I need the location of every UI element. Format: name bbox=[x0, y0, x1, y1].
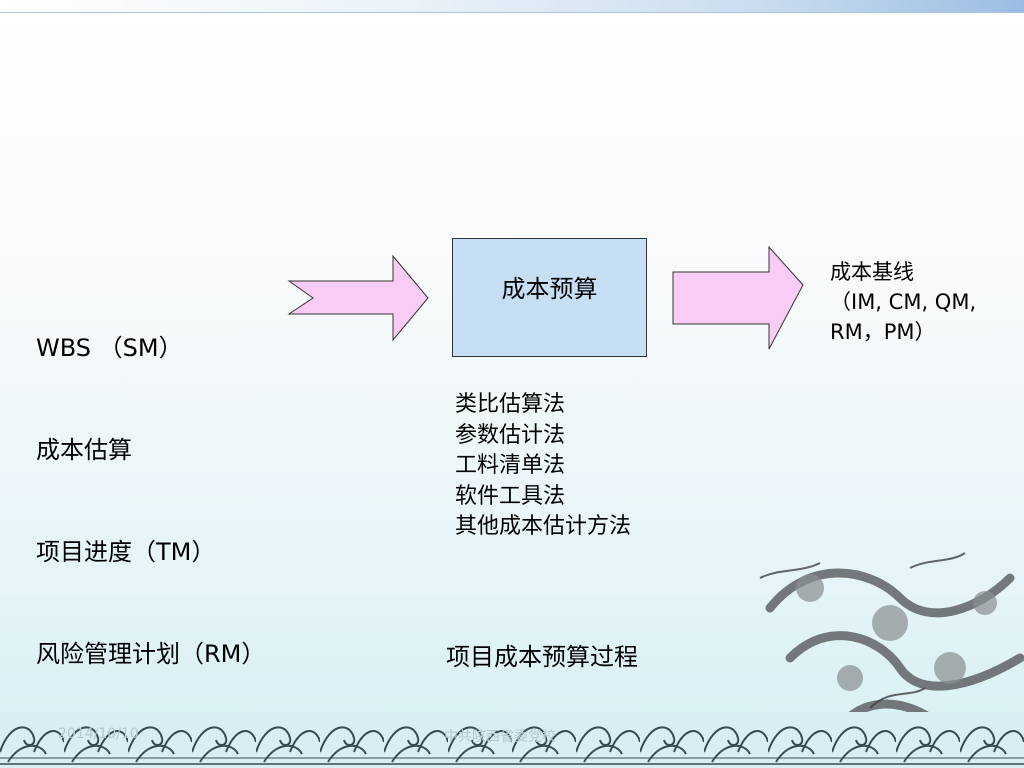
output-list: 成本基线 （IM, CM, QM, RM，PM） bbox=[830, 257, 976, 347]
footer-date: 2014/10/10 bbox=[58, 726, 139, 742]
method-item: 类比估算法 bbox=[455, 392, 566, 417]
input-item: WBS （SM） bbox=[36, 334, 183, 362]
wave-pattern-decoration bbox=[0, 712, 1024, 768]
footer-organization: 中共陕西省委党校 bbox=[444, 729, 556, 745]
diagram-caption: 项目成本预算过程 bbox=[446, 643, 638, 671]
output-item: 成本基线 bbox=[830, 260, 914, 284]
output-item: （IM, CM, QM, bbox=[830, 290, 977, 314]
process-box: 成本预算 bbox=[452, 238, 647, 357]
method-list: 类比估算法 参数估计法 工料清单法 软件工具法 其他成本估计方法 bbox=[455, 390, 631, 543]
dragon-icon bbox=[759, 552, 1024, 733]
method-item: 参数估计法 bbox=[455, 422, 566, 448]
method-item: 软件工具法 bbox=[455, 483, 566, 509]
input-arrow bbox=[287, 254, 429, 342]
input-item: 成本估算 bbox=[36, 436, 132, 464]
title-bar-decoration bbox=[0, 0, 1024, 13]
input-list: WBS （SM） 成本估算 项目进度（TM） 风险管理计划（RM） bbox=[36, 263, 265, 705]
output-item: RM，PM） bbox=[830, 320, 936, 344]
method-item: 其他成本估计方法 bbox=[455, 514, 632, 539]
output-arrow bbox=[672, 245, 804, 350]
method-item: 工料清单法 bbox=[455, 453, 566, 478]
input-item: 风险管理计划（RM） bbox=[36, 640, 266, 668]
process-label: 成本预算 bbox=[501, 275, 598, 303]
input-item: 项目进度（TM） bbox=[36, 538, 216, 566]
